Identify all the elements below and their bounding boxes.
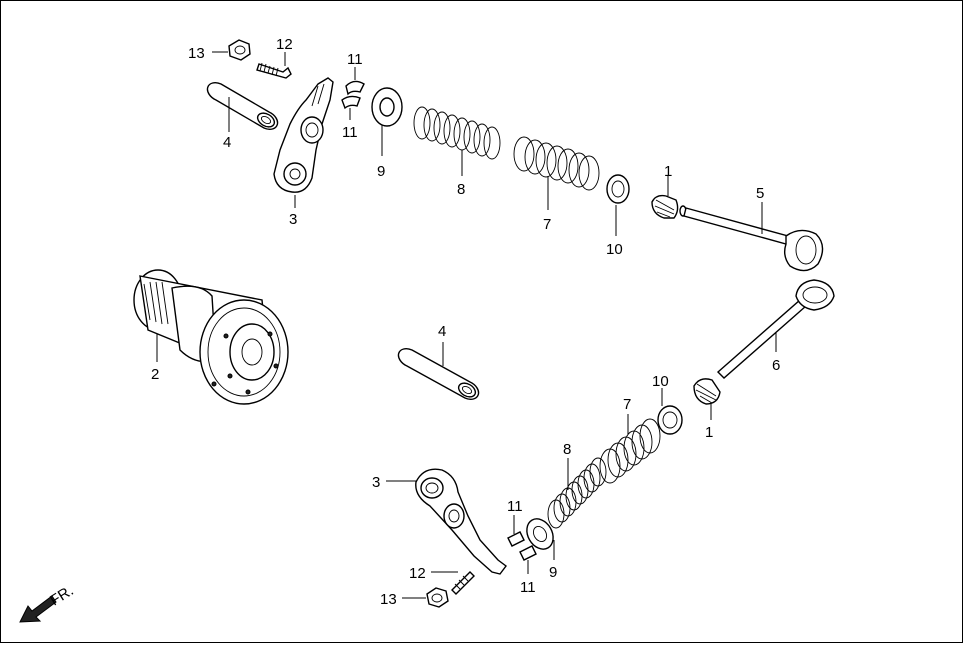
outer-spring-part-7-top: [513, 136, 600, 191]
nut-part-13-bottom: [426, 587, 449, 608]
valve-part-5: [683, 207, 824, 272]
cotter-part-11-bottom-b: [519, 545, 537, 561]
cotter-part-11-bottom-a: [507, 531, 525, 547]
rocker-arm-part-3-top: [273, 77, 334, 193]
rocker-arm-part-3-bottom: [415, 468, 507, 575]
spring-seat-part-10-bottom: [657, 405, 683, 435]
callout-12-top: 12: [276, 36, 293, 53]
rocker-shaft-part-4-mid: [397, 348, 480, 400]
callout-1-bottom: 1: [705, 424, 713, 441]
inner-spring-part-8-top: [413, 106, 501, 160]
cotter-part-11-top-b: [341, 95, 361, 110]
spring-seat-part-10-top: [606, 174, 630, 204]
nut-part-13-top: [228, 39, 251, 61]
callout-11-bottom-b: 11: [520, 579, 536, 596]
callout-3-bottom: 3: [372, 474, 380, 491]
spring-retainer-part-9-bottom: [526, 518, 554, 550]
adjust-screw-part-12-bottom: [451, 571, 475, 595]
camshaft-part-2: [133, 269, 289, 405]
adjust-screw-part-12-top: [256, 62, 292, 79]
callout-9-bottom: 9: [549, 564, 557, 581]
callout-3-top: 3: [289, 211, 297, 228]
callout-1-top: 1: [664, 163, 672, 180]
cotter-part-11-top-a: [345, 80, 365, 96]
callout-7-top: 7: [543, 216, 551, 233]
callout-11-bottom-a: 11: [507, 498, 523, 515]
outer-spring-part-7-bottom: [599, 418, 661, 484]
callout-9-top: 9: [377, 163, 385, 180]
callout-4-top: 4: [223, 134, 231, 151]
spring-retainer-part-9-top: [371, 87, 403, 127]
callout-2: 2: [151, 366, 159, 383]
rocker-shaft-part-4-top: [206, 82, 279, 130]
callout-11-top-b: 11: [342, 124, 358, 141]
callout-11-top-a: 11: [347, 51, 363, 68]
callout-12-bottom: 12: [409, 565, 426, 582]
stem-seal-part-1-top: [651, 194, 687, 219]
callout-8-top: 8: [457, 181, 465, 198]
callout-13-top: 13: [188, 45, 205, 62]
inner-spring-part-8-bottom: [547, 457, 607, 529]
callout-10-top: 10: [606, 241, 623, 258]
callout-13-bottom: 13: [380, 591, 397, 608]
callout-10-bottom: 10: [652, 373, 669, 390]
valve-part-6: [716, 279, 835, 379]
stem-seal-part-1-bottom: [693, 378, 721, 405]
callout-7-bottom: 7: [623, 396, 631, 413]
callout-5: 5: [756, 185, 764, 202]
callout-6: 6: [772, 357, 780, 374]
callout-8-bottom: 8: [563, 441, 571, 458]
callout-4-mid: 4: [438, 323, 446, 340]
front-arrow-icon: [19, 595, 57, 623]
